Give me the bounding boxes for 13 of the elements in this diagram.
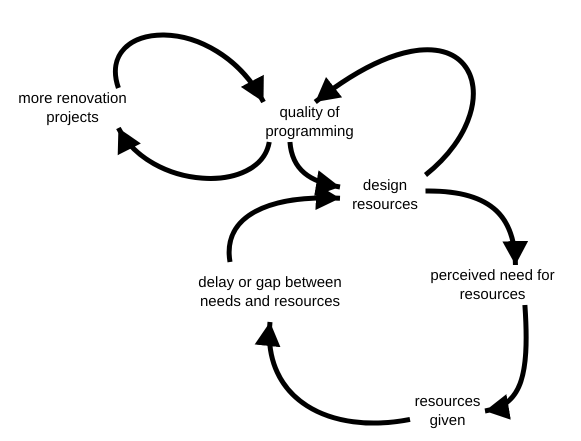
arrow	[113, 32, 266, 104]
arrow	[425, 188, 528, 266]
text-label: more renovation projects	[5, 88, 140, 128]
text-label: delay or gap between needs and resources	[190, 262, 350, 322]
text-label: resources given	[410, 390, 485, 432]
text-label: quality of programming	[252, 102, 367, 142]
text-label: perceived need for resources	[425, 265, 560, 305]
arrow	[256, 322, 410, 426]
arrow	[287, 142, 340, 196]
arrow	[314, 48, 476, 177]
text-label: design resources	[340, 175, 430, 215]
arrow	[116, 126, 272, 181]
arrow	[484, 304, 529, 418]
